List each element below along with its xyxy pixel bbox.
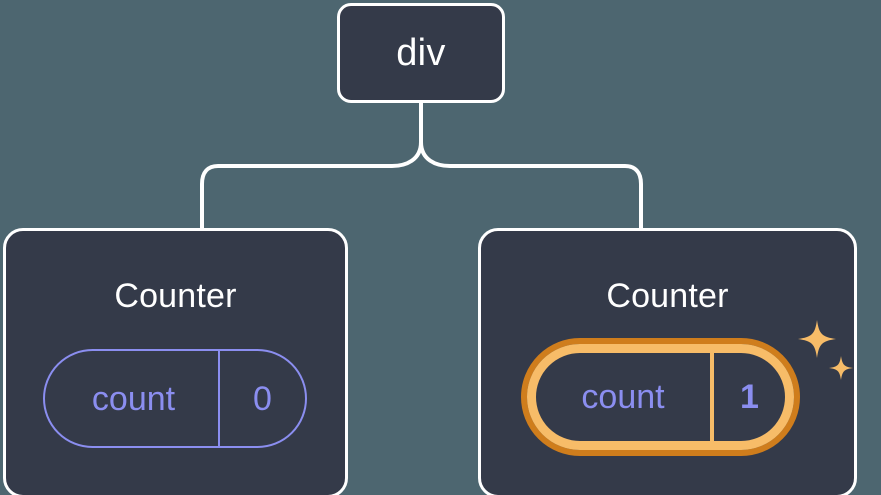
component-title-left: Counter <box>114 277 237 315</box>
component-title-right: Counter <box>606 277 729 315</box>
root-node[interactable]: div <box>337 3 505 103</box>
state-value-right: 1 <box>740 378 759 416</box>
state-pill-right-highlighted[interactable]: count 1 <box>521 338 800 456</box>
connector-right <box>419 140 643 230</box>
root-node-label: div <box>396 32 446 74</box>
connector-left <box>200 140 423 230</box>
state-key-right: count <box>536 353 714 441</box>
state-key-left: count <box>45 351 220 446</box>
state-pill-inner: count 1 <box>527 344 794 450</box>
state-value-left: 0 <box>253 379 272 418</box>
state-pill-left[interactable]: count 0 <box>43 349 307 448</box>
